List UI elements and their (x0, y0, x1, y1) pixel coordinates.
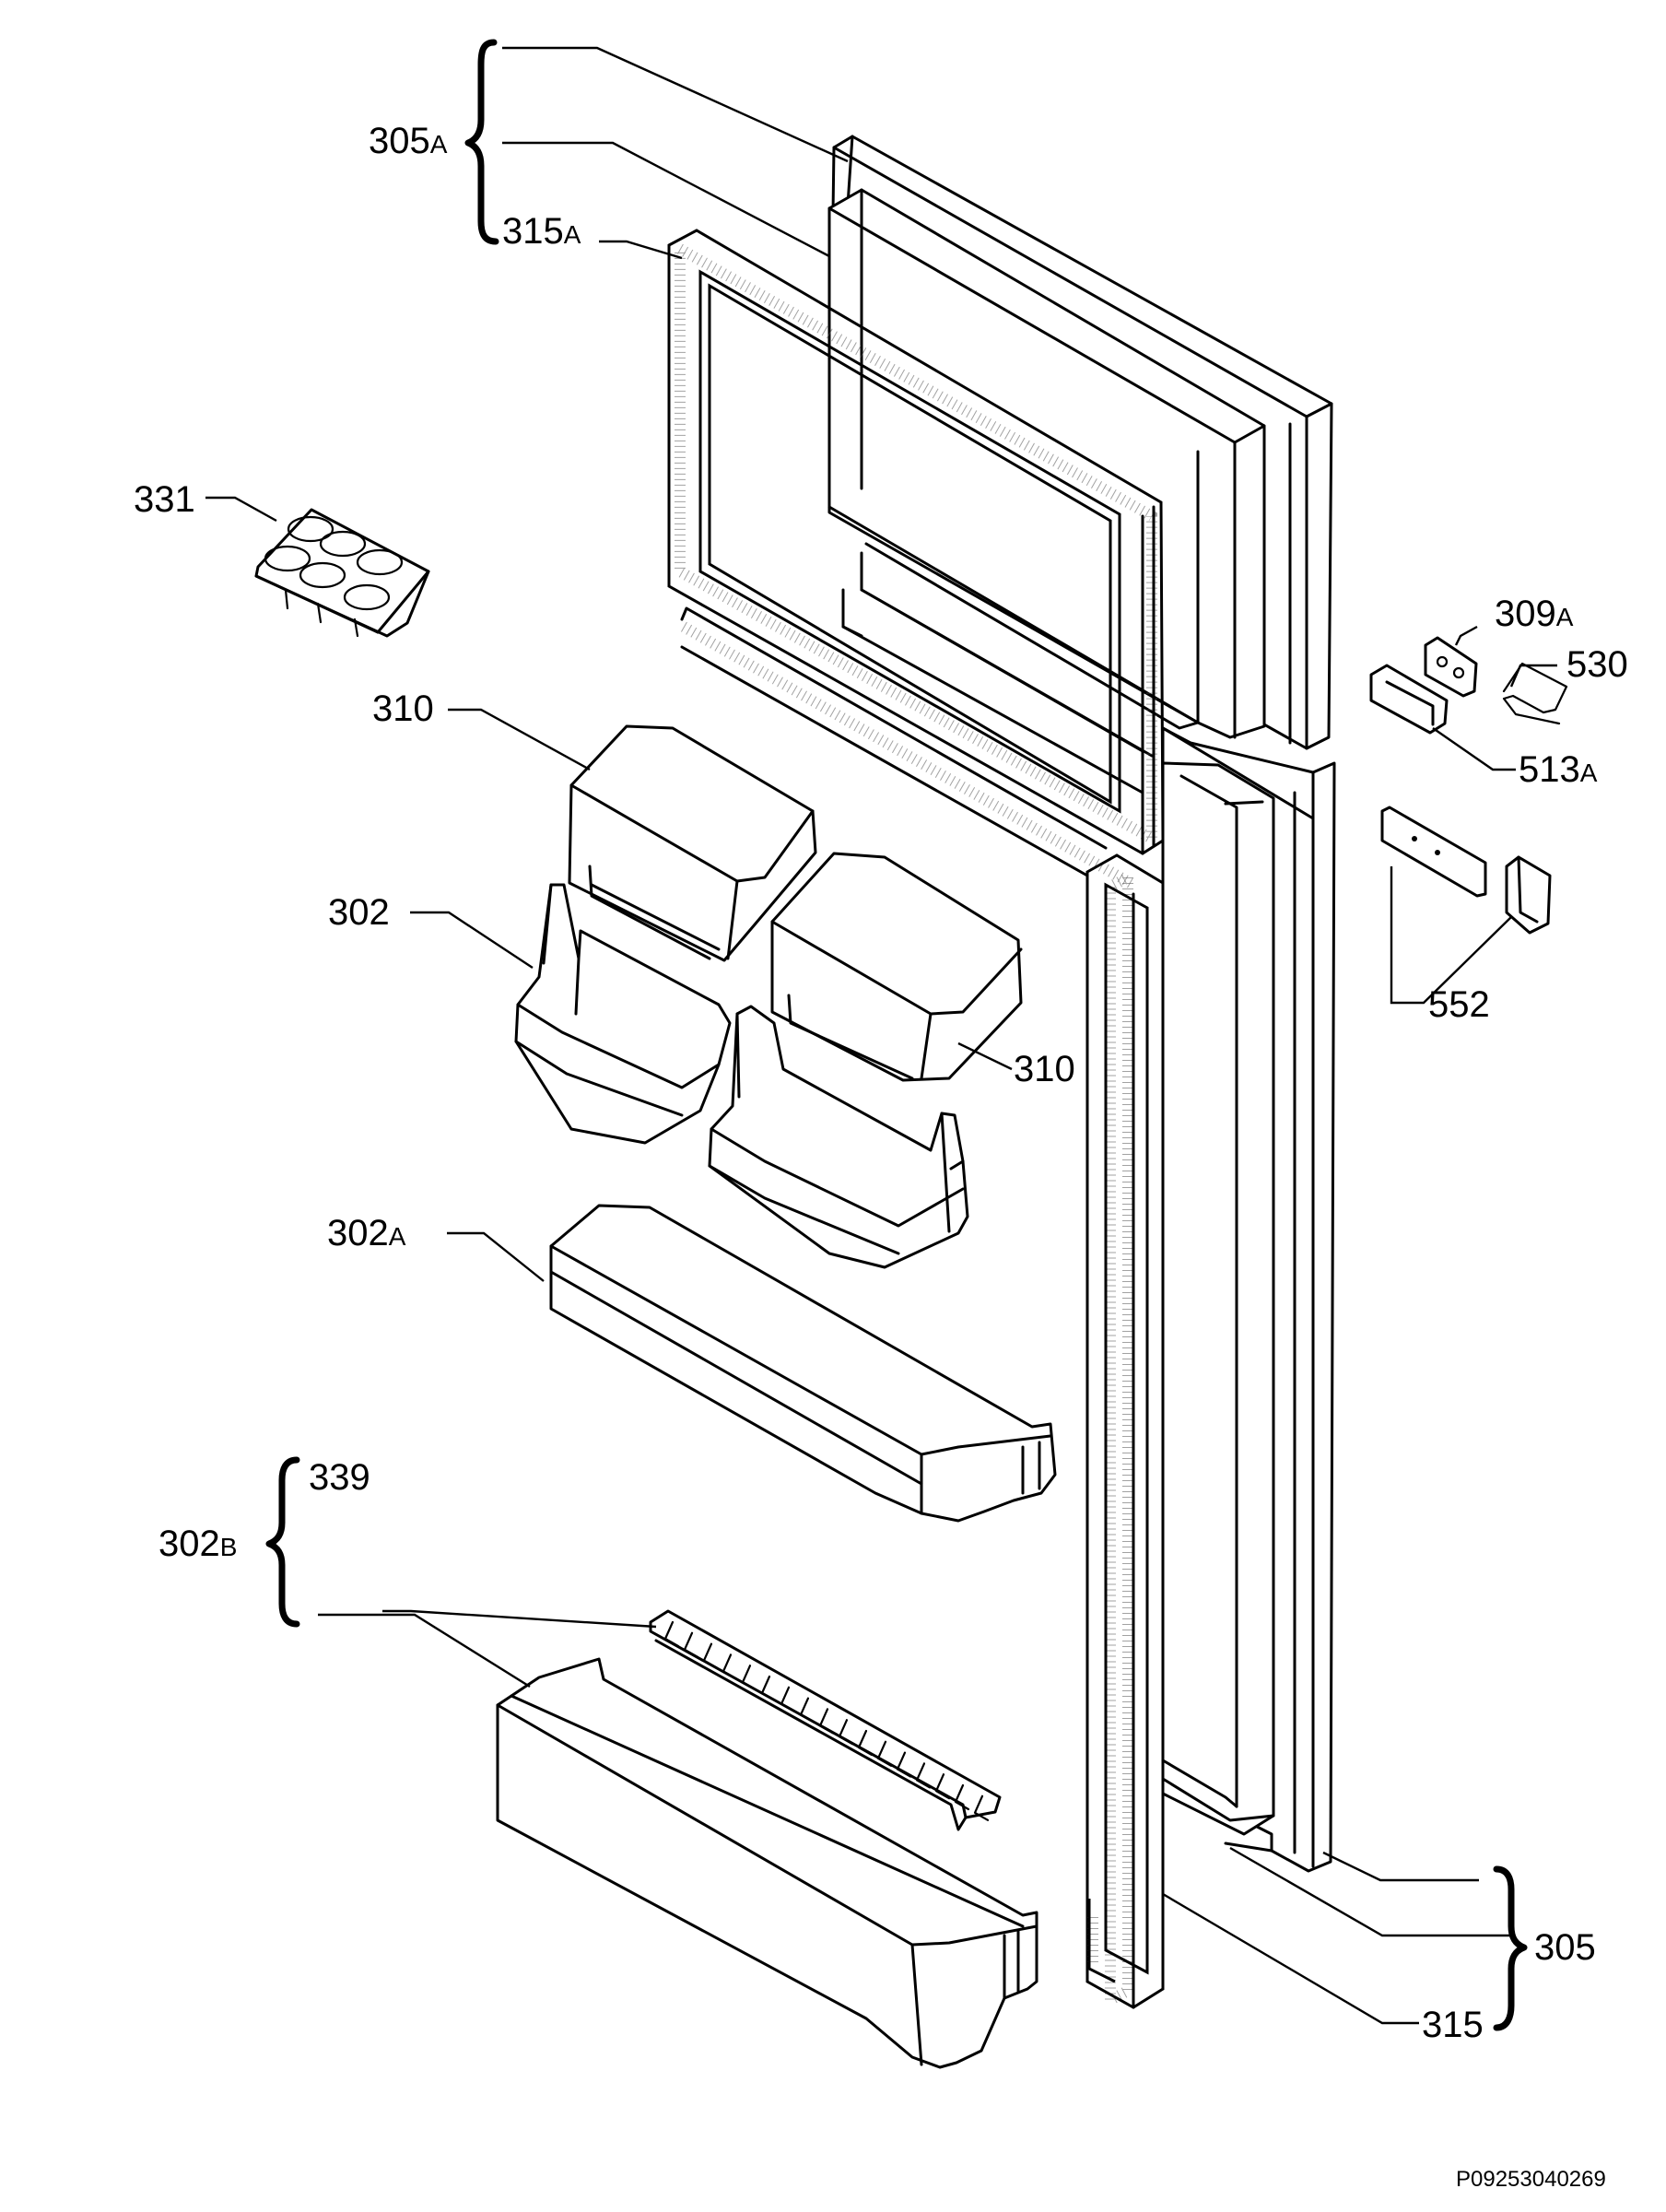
retainer-tooth (973, 1794, 990, 1821)
dairy-compartment-cover-left (568, 724, 817, 962)
retainer-tooth (683, 1631, 699, 1658)
retainer-tooth (760, 1675, 777, 1702)
door-shelf-small-left (514, 883, 732, 1145)
retainer-tooth (934, 1773, 951, 1800)
retainer-tooth (876, 1740, 893, 1767)
part-labels: 305A 315A 331 310 302 310 302A 339 302B … (134, 121, 1628, 2192)
door-shelf-small-right (708, 1005, 969, 1269)
label-310-top: 310 (372, 688, 434, 729)
bottle-retainer (649, 1609, 1002, 1831)
label-305: 305 (1534, 1927, 1596, 1968)
retainer-tooth (857, 1729, 874, 1757)
label-302B: 302B (158, 1524, 237, 1564)
retainer-tooth (954, 1783, 970, 1811)
hinge-bracket (1505, 855, 1552, 935)
retainer-tooth (915, 1762, 932, 1789)
hinge-clip (1502, 662, 1568, 725)
retainer-tooth (722, 1653, 738, 1680)
retainer-tooth (896, 1751, 912, 1778)
fridge-door-gasket (1085, 853, 1165, 2009)
label-530: 530 (1566, 644, 1628, 685)
egg-tray (254, 508, 430, 638)
hinge-bracket-plate (1380, 806, 1487, 898)
leader-lines (205, 46, 1557, 2025)
label-302: 302 (328, 892, 390, 933)
retainer-tooth (838, 1719, 854, 1746)
fridge-door-inner-liner (1161, 761, 1275, 1853)
label-305A: 305A (369, 121, 448, 161)
label-310-right: 310 (1014, 1049, 1075, 1089)
label-315A: 315A (502, 211, 581, 252)
bottle-retainer-teeth (663, 1620, 990, 1821)
freezer-door-inner-liner (827, 188, 1266, 794)
retainer-tooth (818, 1708, 835, 1735)
retainer-tooth (741, 1665, 757, 1691)
label-339: 339 (309, 1457, 370, 1498)
bottle-shelf (496, 1657, 1038, 2069)
retainer-tooth (780, 1686, 796, 1712)
label-552: 552 (1428, 984, 1490, 1025)
door-shelf-large (549, 1204, 1057, 1523)
label-315: 315 (1422, 2005, 1484, 2045)
label-513A: 513A (1519, 749, 1598, 790)
freezer-door-gasket (667, 229, 1165, 890)
braces (265, 39, 1528, 2031)
retainer-tooth (663, 1620, 680, 1648)
label-331: 331 (134, 479, 195, 520)
retainer-tooth (702, 1642, 719, 1669)
hinge-cover (1369, 664, 1449, 735)
hinge-plate-small (1424, 636, 1478, 698)
label-309A: 309A (1495, 594, 1574, 634)
retainer-tooth (799, 1697, 815, 1724)
label-302A: 302A (327, 1213, 406, 1253)
dairy-compartment-cover-right (770, 852, 1023, 1082)
document-code: P09253040269 (1456, 2167, 1606, 2192)
